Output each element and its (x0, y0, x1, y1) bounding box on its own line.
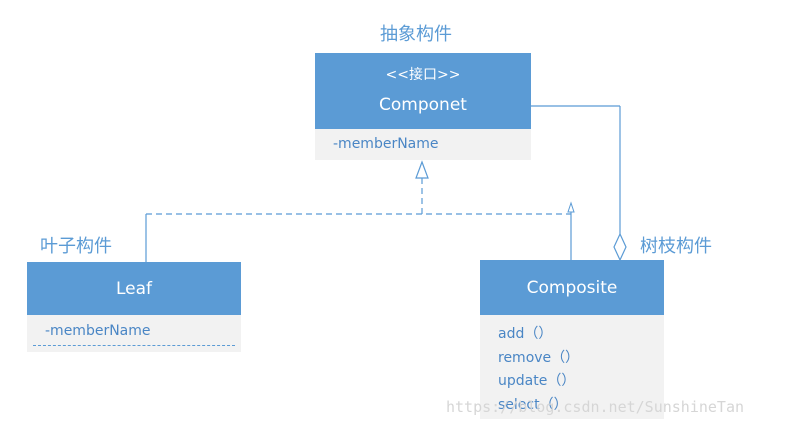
componet-class-header: <<接口>> Componet (315, 53, 531, 129)
leaf-class-name: Leaf (115, 278, 153, 299)
composite-method-update: update（） (498, 373, 576, 389)
composite-methods-section: add（） remove（） update（） select（） (480, 315, 664, 419)
leaf-class-header: Leaf (27, 262, 241, 315)
composite-method-select: select（） (498, 397, 568, 413)
composite-method-add: add（） (498, 326, 553, 342)
leaf-component-label: 叶子构件 (40, 236, 112, 257)
watermark-url: https://blog.csdn.net/SunshineTan (446, 398, 745, 416)
componet-attribute-section: -memberName (315, 129, 531, 160)
composite-class-header: Composite (480, 260, 664, 315)
abstract-component-label: 抽象构件 (380, 24, 452, 45)
aggregation-diamond (613, 232, 627, 262)
composite-method-remove: remove（） (498, 350, 580, 366)
composite-arrowhead (567, 201, 575, 213)
componet-attribute: -memberName (333, 136, 439, 152)
componet-class-name: Componet (379, 95, 467, 115)
leaf-attribute-divider (33, 345, 235, 346)
leaf-attribute: -memberName (45, 323, 151, 339)
composite-class-name: Composite (526, 277, 618, 298)
realization-arrowhead (415, 160, 429, 179)
branch-component-label: 树枝构件 (640, 236, 712, 257)
componet-stereotype: <<接口>> (385, 67, 461, 83)
leaf-attribute-section: -memberName (27, 315, 241, 352)
